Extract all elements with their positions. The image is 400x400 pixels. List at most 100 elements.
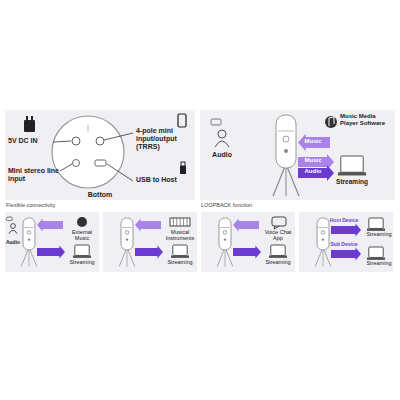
arrow-label: Music — [302, 138, 324, 145]
phone-icon — [178, 114, 186, 127]
signal-arrow — [233, 246, 261, 259]
leader-line — [107, 164, 133, 181]
speech-bubble — [211, 119, 221, 125]
microphone-body — [121, 218, 133, 250]
signal-arrow — [233, 219, 259, 232]
person-icon — [11, 224, 16, 229]
mic-grille-edge — [278, 131, 294, 132]
microphone-body — [23, 218, 35, 250]
callout-label: External Music — [65, 229, 99, 242]
callout-label: Audio — [4, 240, 22, 246]
music-app-icon — [77, 217, 87, 227]
panel-background — [103, 212, 197, 272]
signal-arrow — [135, 219, 161, 232]
keyboard-key — [180, 218, 181, 226]
laptop-icon — [338, 172, 366, 175]
callout-label: Streaming — [332, 178, 372, 185]
usb-plug-icon — [181, 162, 185, 166]
power-adapter-icon — [31, 116, 33, 120]
laptop-icon — [73, 255, 91, 257]
leader-line — [60, 164, 72, 171]
panel-caption: Flexible connectivity — [6, 202, 55, 208]
power-adapter-icon — [26, 116, 28, 120]
dc-jack — [72, 137, 80, 145]
trrs-jack — [96, 137, 104, 145]
leader-line — [104, 133, 133, 140]
laptop-icon — [269, 255, 287, 257]
signal-arrow — [331, 248, 361, 261]
keyboard-key — [187, 218, 188, 226]
line-input-jack — [73, 160, 80, 167]
person-icon — [9, 230, 17, 234]
mic-knob — [322, 238, 324, 240]
mic-grille-edge — [318, 227, 328, 228]
chat-app-icon — [272, 217, 286, 226]
mic-knob — [284, 149, 288, 153]
microphone-body — [219, 218, 231, 250]
laptop-icon — [75, 245, 89, 255]
callout-label: Mini stereo line input — [8, 167, 60, 183]
laptop-icon — [173, 245, 187, 255]
mic-bottom-plate — [52, 116, 124, 188]
mic-knob — [224, 238, 226, 240]
mic-grille-edge — [122, 227, 132, 228]
panel-caption: LOOPBACK function — [201, 202, 252, 208]
callout-label: 4-pole mini input/output (TRRS) — [136, 127, 178, 151]
laptop-icon — [271, 245, 285, 255]
keyboard-key — [173, 218, 174, 226]
leader-line — [53, 141, 71, 142]
panel-background — [201, 212, 295, 272]
callout-label: 5V DC IN — [8, 137, 54, 145]
plate-mark — [88, 125, 89, 132]
mic-logo — [223, 231, 227, 235]
mic-knob — [126, 238, 128, 240]
callout-label: Music Media Player Software — [340, 113, 394, 127]
panel: BottomFlexible connectivity — [5, 110, 195, 200]
arrow-label: Audio — [299, 168, 327, 175]
mic-grille-edge — [220, 227, 230, 228]
keyboard-icon — [170, 218, 190, 226]
callout-label: Voice Chat App — [261, 229, 295, 242]
mic-stand — [273, 164, 299, 196]
keyboard-key — [183, 218, 184, 226]
mic-stand — [127, 250, 128, 267]
mic-logo — [125, 231, 129, 235]
callout-label: Host Device — [324, 218, 364, 224]
laptop-icon — [341, 156, 363, 172]
usb-plug-icon — [180, 166, 186, 174]
signal-arrow — [298, 165, 334, 181]
callout-label: Audio — [205, 151, 239, 159]
laptop-icon — [367, 228, 385, 230]
laptop-icon — [367, 257, 385, 259]
callout-label: Streaming — [362, 260, 396, 266]
mic-logo — [283, 136, 289, 142]
mic-stand — [323, 250, 324, 267]
power-adapter-icon — [24, 120, 35, 132]
callout-label: Streaming — [261, 259, 295, 265]
arrow-label: Music — [299, 157, 327, 164]
panel-background — [5, 212, 99, 272]
mic-knob — [28, 238, 30, 240]
speech-bubble — [6, 217, 12, 221]
mic-grille-edge — [24, 227, 34, 228]
panel-heading: Bottom — [5, 191, 195, 199]
mic-stand — [286, 168, 287, 196]
keyboard-key — [176, 218, 177, 226]
callout-label: Streaming — [362, 231, 396, 237]
callout-label: Sub Device — [324, 242, 364, 248]
microphone-body — [317, 218, 329, 250]
laptop-icon — [369, 218, 383, 228]
panel-background — [200, 110, 395, 200]
laptop-icon — [369, 247, 383, 257]
signal-arrow — [298, 134, 330, 152]
panel-background — [5, 110, 195, 200]
signal-arrow — [135, 246, 163, 259]
usb-port — [95, 160, 106, 166]
music-note — [329, 117, 334, 126]
signal-arrow — [331, 224, 361, 237]
callout-label: Streaming — [65, 259, 99, 265]
person-icon — [215, 141, 229, 147]
callout-label: Musical Instruments — [163, 229, 197, 242]
